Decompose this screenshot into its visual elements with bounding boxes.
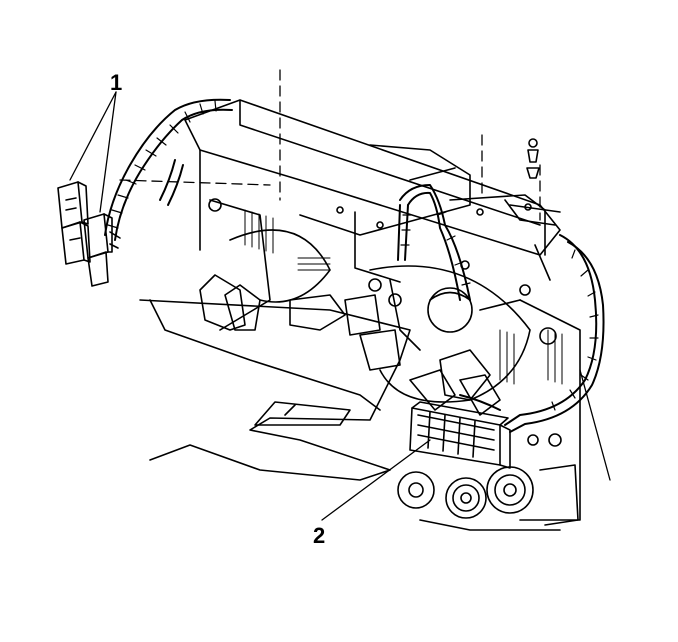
upper-crossmember: [184, 99, 561, 283]
fastener-centerlines: [119, 69, 541, 221]
control-module: [409, 401, 511, 469]
callout-leaders: [69, 91, 611, 521]
harness-wraps: [107, 100, 599, 411]
fastener-bolt: [526, 138, 540, 179]
pulleys: [397, 464, 579, 531]
harness-connectors: [57, 181, 121, 287]
lower-shroud-outline: [139, 299, 411, 481]
fan-assembly: [199, 274, 501, 416]
radiator-fins: [244, 209, 563, 385]
callout-label-1: 1: [110, 70, 123, 95]
wiring-harness: [104, 98, 605, 433]
callout-label-2: 2: [313, 523, 326, 548]
frame-bolts: [208, 198, 562, 447]
